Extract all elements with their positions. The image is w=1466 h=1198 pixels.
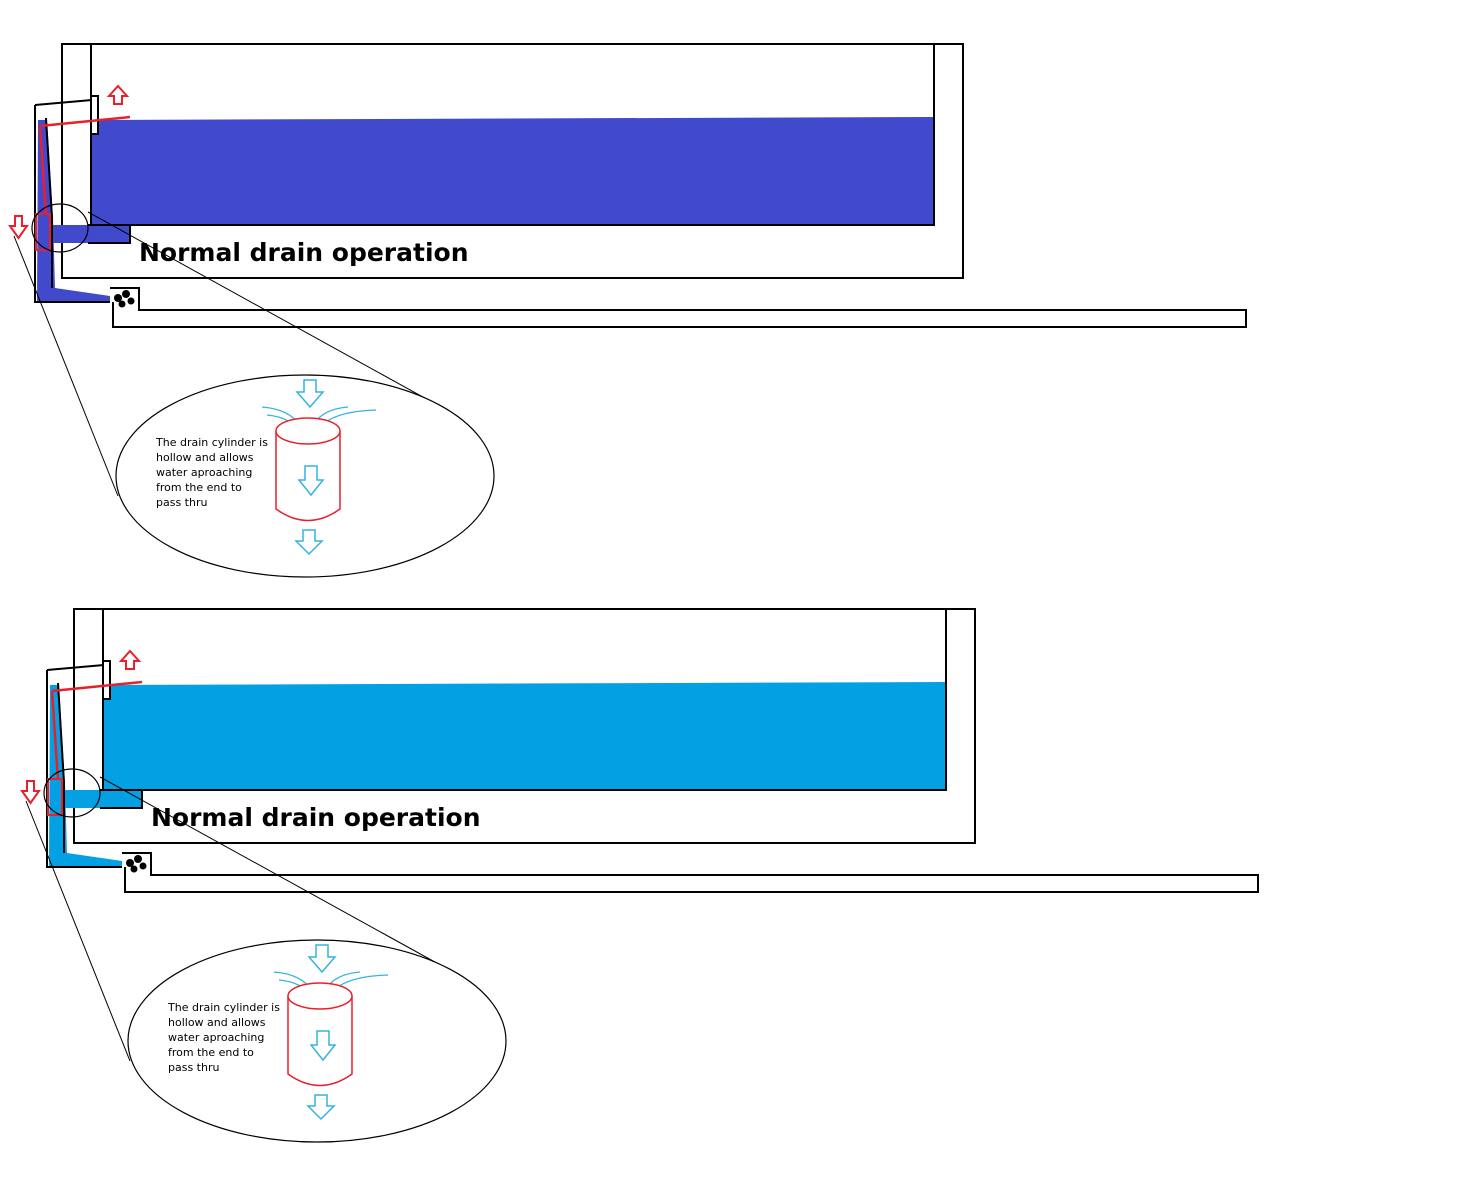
diagram-top: Normal drain operation The drain cylinde…: [8, 42, 1248, 579]
diagram-note: The drain cylinder is hollow and allows …: [155, 436, 271, 509]
diagram-title: Normal drain operation: [151, 803, 481, 832]
note-line: water aproaching: [156, 466, 252, 479]
note-line: water aproaching: [168, 1031, 264, 1044]
note-line: hollow and allows: [156, 451, 254, 464]
note-line: pass thru: [156, 496, 207, 509]
diagram-title: Normal drain operation: [139, 238, 469, 267]
note-line: hollow and allows: [168, 1016, 266, 1029]
note-line: from the end to: [168, 1046, 254, 1059]
note-line: from the end to: [156, 481, 242, 494]
diagram-bottom: Normal drain operation The drain cylinde…: [20, 607, 1260, 1144]
note-line: The drain cylinder is: [167, 1001, 280, 1014]
note-line: The drain cylinder is: [155, 436, 268, 449]
note-line: pass thru: [168, 1061, 219, 1074]
diagram-note: The drain cylinder is hollow and allows …: [167, 1001, 283, 1074]
